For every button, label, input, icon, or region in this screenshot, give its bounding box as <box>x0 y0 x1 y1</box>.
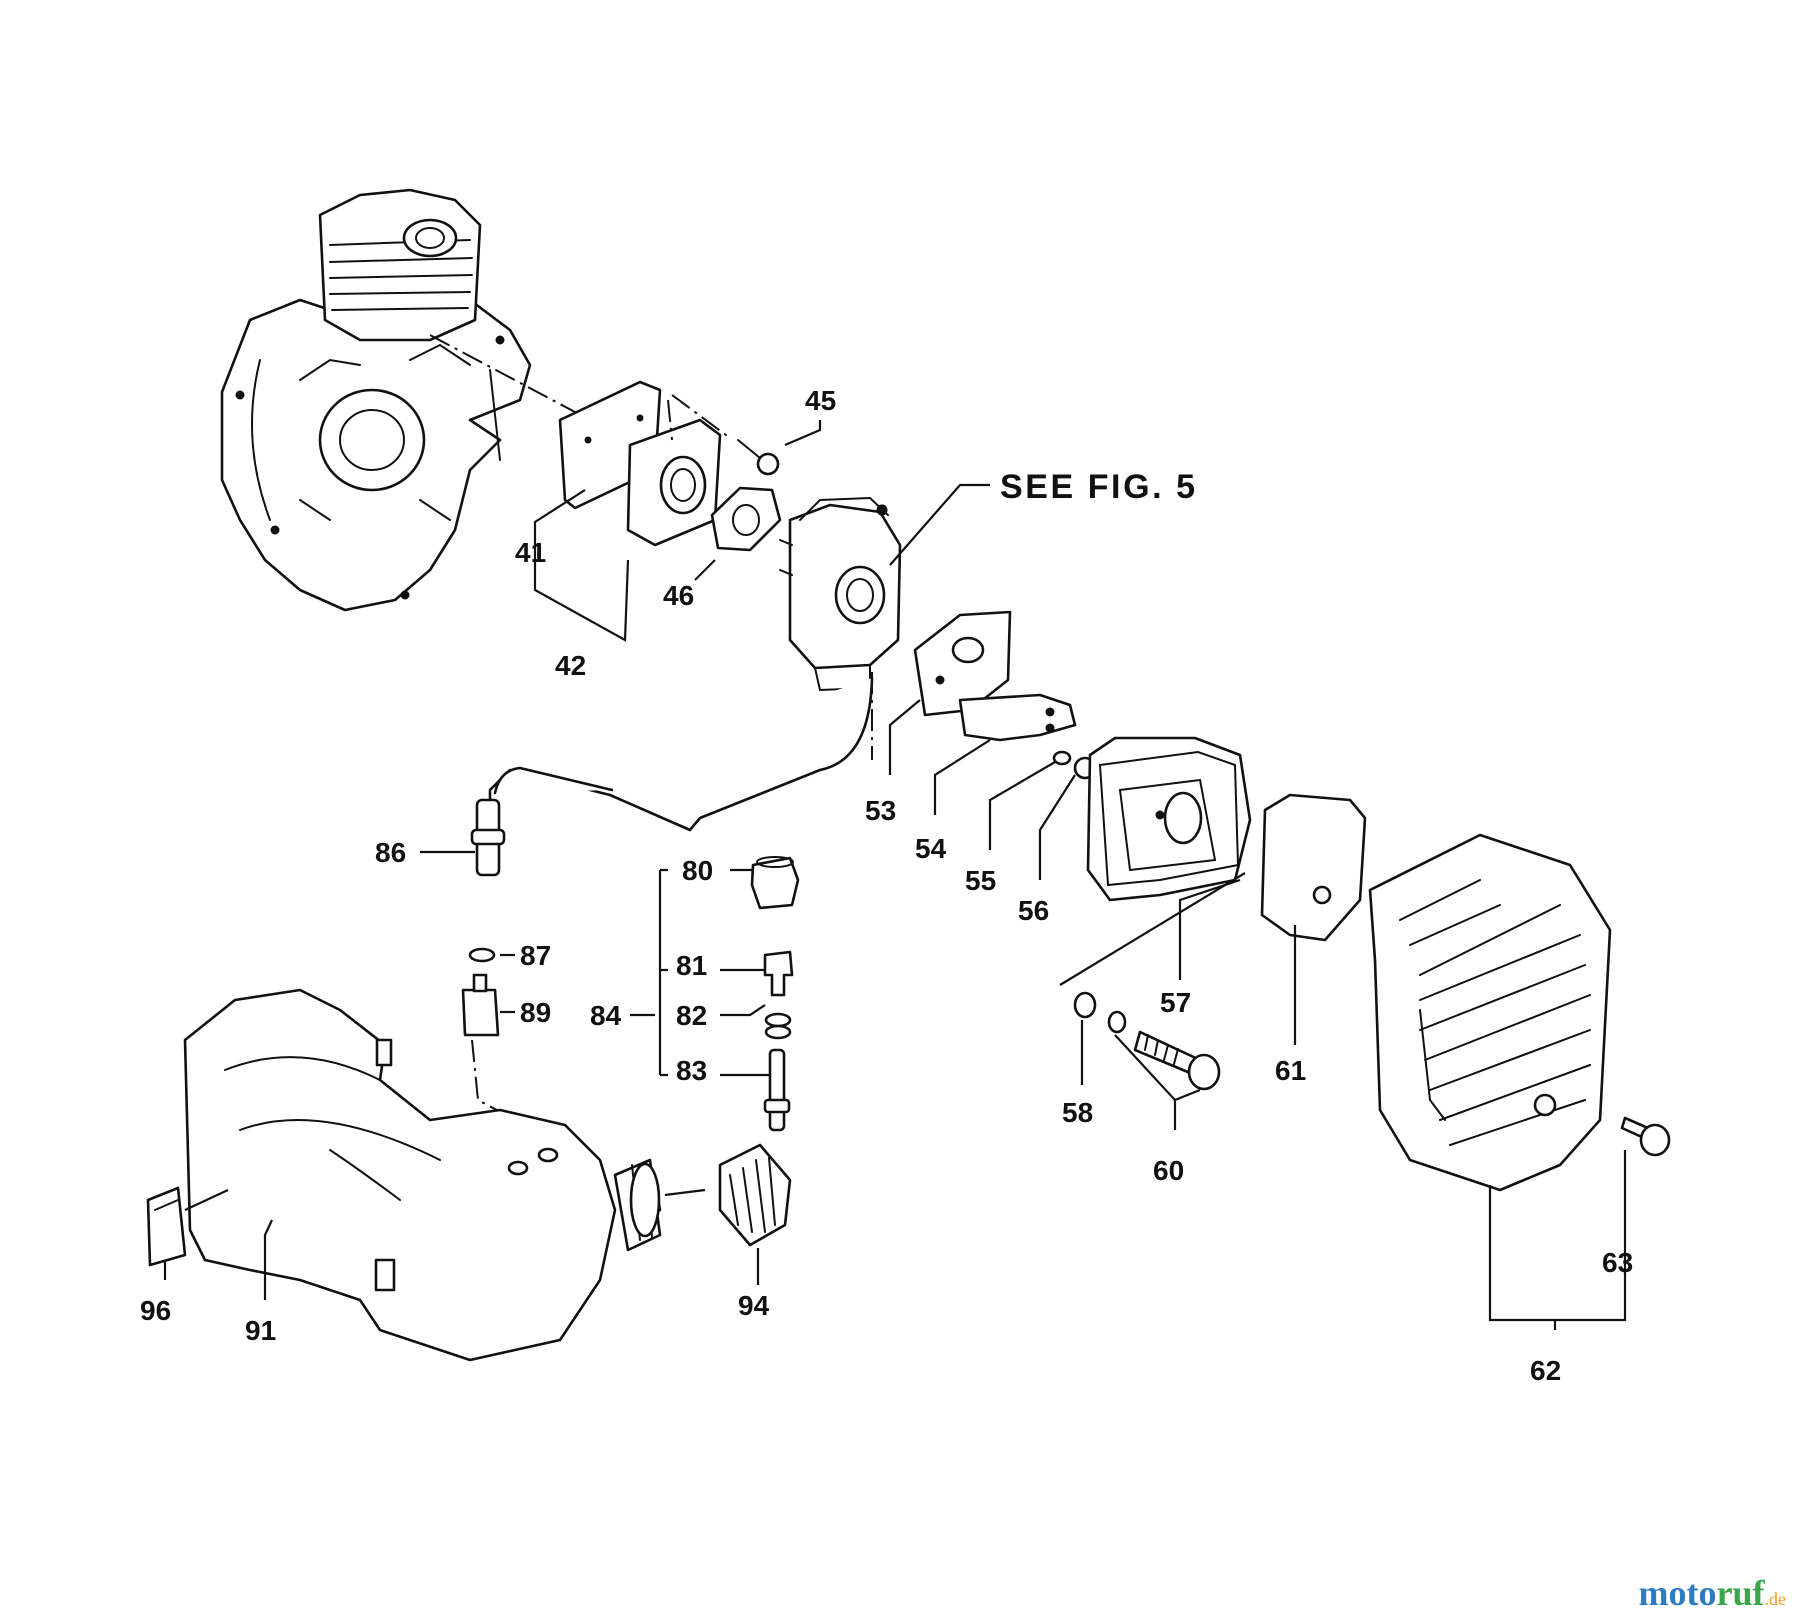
callout-55: 55 <box>965 865 996 896</box>
callout-45: 45 <box>805 385 836 416</box>
air-cleaner-body-57 <box>1086 736 1252 902</box>
fuel-tank <box>183 988 662 1362</box>
callout-57: 57 <box>1160 987 1191 1018</box>
fuel-filter-89 <box>461 973 500 1037</box>
callout-82: 82 <box>676 1000 707 1031</box>
callout-53: 53 <box>865 795 896 826</box>
oring-82 <box>764 1012 792 1040</box>
watermark-part-b: ruf <box>1716 1573 1765 1613</box>
callout-46: 46 <box>663 580 694 611</box>
connector-81 <box>763 950 794 997</box>
callout-61: 61 <box>1275 1055 1306 1086</box>
watermark-part-c: .de <box>1764 1589 1787 1609</box>
bolt-60 <box>1133 1030 1221 1091</box>
carburetor <box>779 496 902 692</box>
leader-lines <box>163 420 1627 1330</box>
callout-96: 96 <box>140 1295 171 1326</box>
callout-84: 84 <box>590 1000 622 1031</box>
screw-63 <box>1620 1116 1671 1157</box>
washer-58 <box>1073 991 1097 1019</box>
callout-58: 58 <box>1062 1097 1093 1128</box>
callout-56: 56 <box>1018 895 1049 926</box>
callout-86: 86 <box>375 837 406 868</box>
filter-element-61 <box>1260 793 1367 942</box>
watermark-logo: motoruf.de <box>1639 1572 1786 1614</box>
fuel-filter-87 <box>468 947 496 963</box>
engine-crankcase <box>220 188 532 612</box>
callout-60: 60 <box>1153 1155 1184 1186</box>
callout-62: 62 <box>1530 1355 1561 1386</box>
callout-42: 42 <box>555 650 586 681</box>
clip-96 <box>146 1186 187 1267</box>
figure-reference: SEE FIG. 5 <box>1000 468 1195 506</box>
callout-80: 80 <box>682 855 713 886</box>
callout-89: 89 <box>520 997 551 1028</box>
breather-83 <box>763 1048 791 1132</box>
fuel-line <box>470 676 874 877</box>
watermark-part-a: moto <box>1638 1573 1717 1613</box>
bracket-54 <box>958 693 1077 742</box>
plate-53 <box>913 610 1012 717</box>
callout-41: 41 <box>515 537 546 568</box>
air-cleaner-cover-62 <box>1368 833 1612 1192</box>
callout-81: 81 <box>676 950 707 981</box>
washer-55 <box>1052 750 1072 766</box>
fuel-cap-94 <box>718 1143 792 1247</box>
callout-91: 91 <box>245 1315 276 1346</box>
screw-45 <box>737 439 780 476</box>
grommet-80 <box>750 856 800 910</box>
callout-63: 63 <box>1602 1247 1633 1278</box>
gasket-46 <box>710 486 782 552</box>
washer-60a <box>1107 1010 1127 1034</box>
callout-54: 54 <box>915 833 947 864</box>
callout-83: 83 <box>676 1055 707 1086</box>
callout-87: 87 <box>520 940 551 971</box>
callout-94: 94 <box>738 1290 770 1321</box>
